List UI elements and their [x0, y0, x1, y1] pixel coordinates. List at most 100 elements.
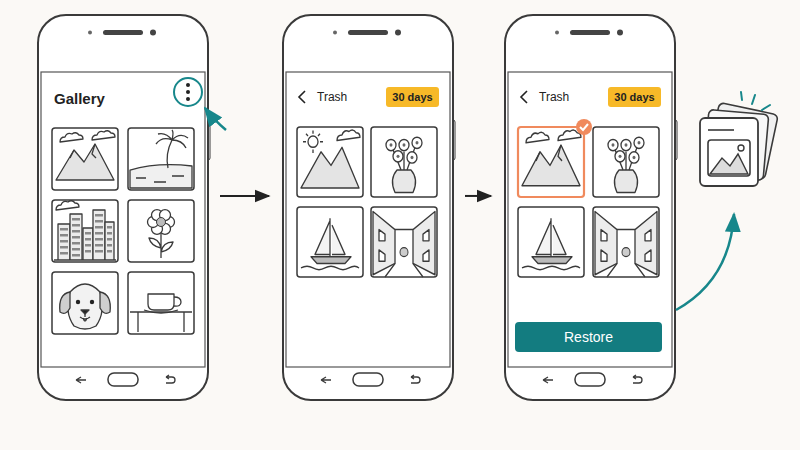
menu-dot	[186, 97, 190, 101]
photo-mountain	[710, 154, 748, 174]
sensor-dot	[555, 31, 559, 35]
thumbnail-frame	[52, 272, 118, 334]
street-buildings	[373, 212, 435, 275]
cloud-sketch	[60, 133, 83, 142]
restore-button: Restore	[515, 322, 662, 352]
nav-back-glyph	[76, 377, 86, 383]
camera-dot	[150, 30, 156, 36]
thumbnail-picture	[608, 137, 644, 192]
dog-mouth	[80, 314, 90, 321]
thumbnail-picture	[130, 294, 192, 332]
phone-screen-trash: Trash30 days	[283, 15, 453, 400]
building-window	[95, 226, 103, 229]
mountain-ridge	[70, 144, 96, 158]
sail-sketch	[315, 218, 345, 256]
cup-handle	[174, 297, 181, 306]
check-mark	[580, 124, 588, 130]
building-window	[60, 234, 68, 237]
thumbnail-picture	[522, 130, 581, 186]
vase-sketch	[614, 170, 637, 193]
dog-nose	[81, 310, 89, 314]
selected-check	[576, 119, 592, 135]
building-sketch	[105, 222, 114, 260]
thumbnail-frame	[371, 207, 437, 277]
flower-head	[629, 152, 639, 163]
thumbnail-frame	[518, 207, 584, 277]
flower-head	[386, 139, 396, 150]
cloud-sketch	[56, 201, 79, 210]
flower-center	[403, 143, 406, 146]
phone-body	[505, 15, 675, 400]
photo-thumbnail	[52, 200, 118, 262]
building-window	[85, 232, 91, 235]
hull-sketch	[311, 257, 351, 264]
sparkle-lines	[741, 92, 770, 110]
home-button	[575, 373, 605, 386]
phone-screen	[41, 72, 205, 367]
thumbnail-picture	[301, 130, 360, 188]
thumbnail-frame	[593, 127, 659, 197]
camera-dot	[395, 30, 401, 36]
photo-thumbnail	[128, 272, 194, 334]
nav-return-glyph	[633, 375, 642, 383]
speaker-slot	[570, 30, 610, 35]
cloud-sketch	[337, 130, 360, 140]
flower-head	[634, 137, 644, 148]
menu-dot	[186, 90, 190, 94]
building-window	[60, 252, 68, 255]
nav-return-glyph	[411, 375, 420, 383]
sun-sketch	[308, 136, 318, 147]
dog-eye	[90, 300, 94, 304]
speaker-slot	[348, 30, 388, 35]
phone-drawing	[505, 15, 677, 400]
thumbnail-frame	[297, 127, 363, 197]
badge-label: 30 days	[614, 91, 654, 103]
street-windows	[601, 230, 651, 262]
sensor-dot	[333, 31, 337, 35]
ground-line	[54, 259, 116, 260]
phone-drawing	[283, 15, 455, 400]
building-window	[95, 220, 103, 223]
photo-thumbnail	[297, 207, 363, 277]
dog-ears	[60, 292, 111, 313]
connector-layer	[220, 195, 491, 196]
back-chevron	[521, 91, 527, 103]
flower-head	[407, 152, 417, 163]
sail-sketch	[536, 218, 566, 256]
cloud-sketch	[92, 131, 115, 140]
phone-screen	[286, 72, 450, 367]
building-window	[107, 244, 112, 247]
building-window	[107, 226, 112, 229]
building-window	[107, 238, 112, 241]
thumbnail-frame	[128, 200, 194, 262]
photo-thumbnail	[371, 127, 437, 197]
photo-thumbnail	[593, 127, 659, 197]
flower-center	[411, 156, 414, 159]
flow-arrow	[465, 195, 491, 197]
photo-thumbnail	[128, 128, 194, 190]
flower-center	[157, 218, 166, 227]
palm-leaves	[156, 130, 188, 148]
nav-back-glyph	[321, 377, 331, 383]
flower-head	[393, 151, 403, 162]
cloud-sketch	[526, 132, 549, 142]
nav-return-glyph	[166, 375, 175, 383]
camera-dot	[617, 30, 623, 36]
thumbnail-frame	[52, 200, 118, 262]
building-window	[72, 230, 80, 233]
palm-trunk	[167, 140, 172, 168]
retention-badge: 30 days	[608, 87, 661, 107]
photo-thumbnail	[593, 207, 659, 277]
street-lines	[607, 230, 645, 277]
menu-dot	[186, 83, 190, 87]
cup-sketch	[148, 294, 174, 310]
thumbnail-frame	[52, 128, 118, 190]
building-window	[60, 240, 68, 243]
flower-center	[612, 143, 615, 146]
building-window	[95, 250, 103, 253]
flower-head	[399, 139, 409, 150]
building-window	[72, 224, 80, 227]
screen-title: Trash	[539, 90, 569, 104]
thumbnail-frame	[128, 272, 194, 334]
